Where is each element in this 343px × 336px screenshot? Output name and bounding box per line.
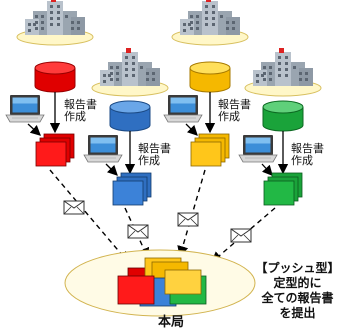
envelope-icon (230, 228, 252, 243)
building-icon (244, 47, 322, 97)
push-type-note: 【プッシュ型】 定型的に 全ての報告書 を提出 (250, 261, 343, 321)
database-icon (109, 100, 151, 132)
building-icon (91, 47, 169, 97)
push-arrows (49, 169, 276, 264)
push-note-line: 全ての報告書 (261, 291, 334, 305)
laptop-icon (163, 94, 203, 123)
document-stack-icon (112, 172, 152, 206)
building-icon (171, 0, 249, 46)
envelope-icon (177, 212, 199, 227)
envelope-icon (63, 200, 85, 215)
flow-arrows (27, 92, 289, 176)
branch-label-blue: 報告書作成 (138, 142, 171, 167)
document-stack-icon (263, 172, 303, 206)
building-icon (16, 0, 94, 46)
push-note-line: を提出 (279, 306, 316, 320)
push-note-line: 定型的に (273, 276, 322, 290)
laptop-icon (5, 94, 45, 123)
branch-label-green: 報告書作成 (291, 142, 324, 167)
database-icon (34, 61, 76, 93)
branch-label-yellow: 報告書作成 (218, 98, 251, 123)
document-stack-icon (190, 133, 230, 167)
database-icon (262, 100, 304, 132)
headquarters-document-pile-icon (117, 257, 207, 307)
document-stack-icon (35, 133, 75, 167)
database-icon (189, 61, 231, 93)
envelope-icon (127, 224, 149, 239)
laptop-icon (83, 134, 123, 163)
laptop-icon (238, 134, 278, 163)
headquarters-label: 本局 (157, 315, 184, 330)
branch-label-red: 報告書作成 (64, 98, 97, 123)
push-note-title: 【プッシュ型】 (255, 261, 340, 275)
